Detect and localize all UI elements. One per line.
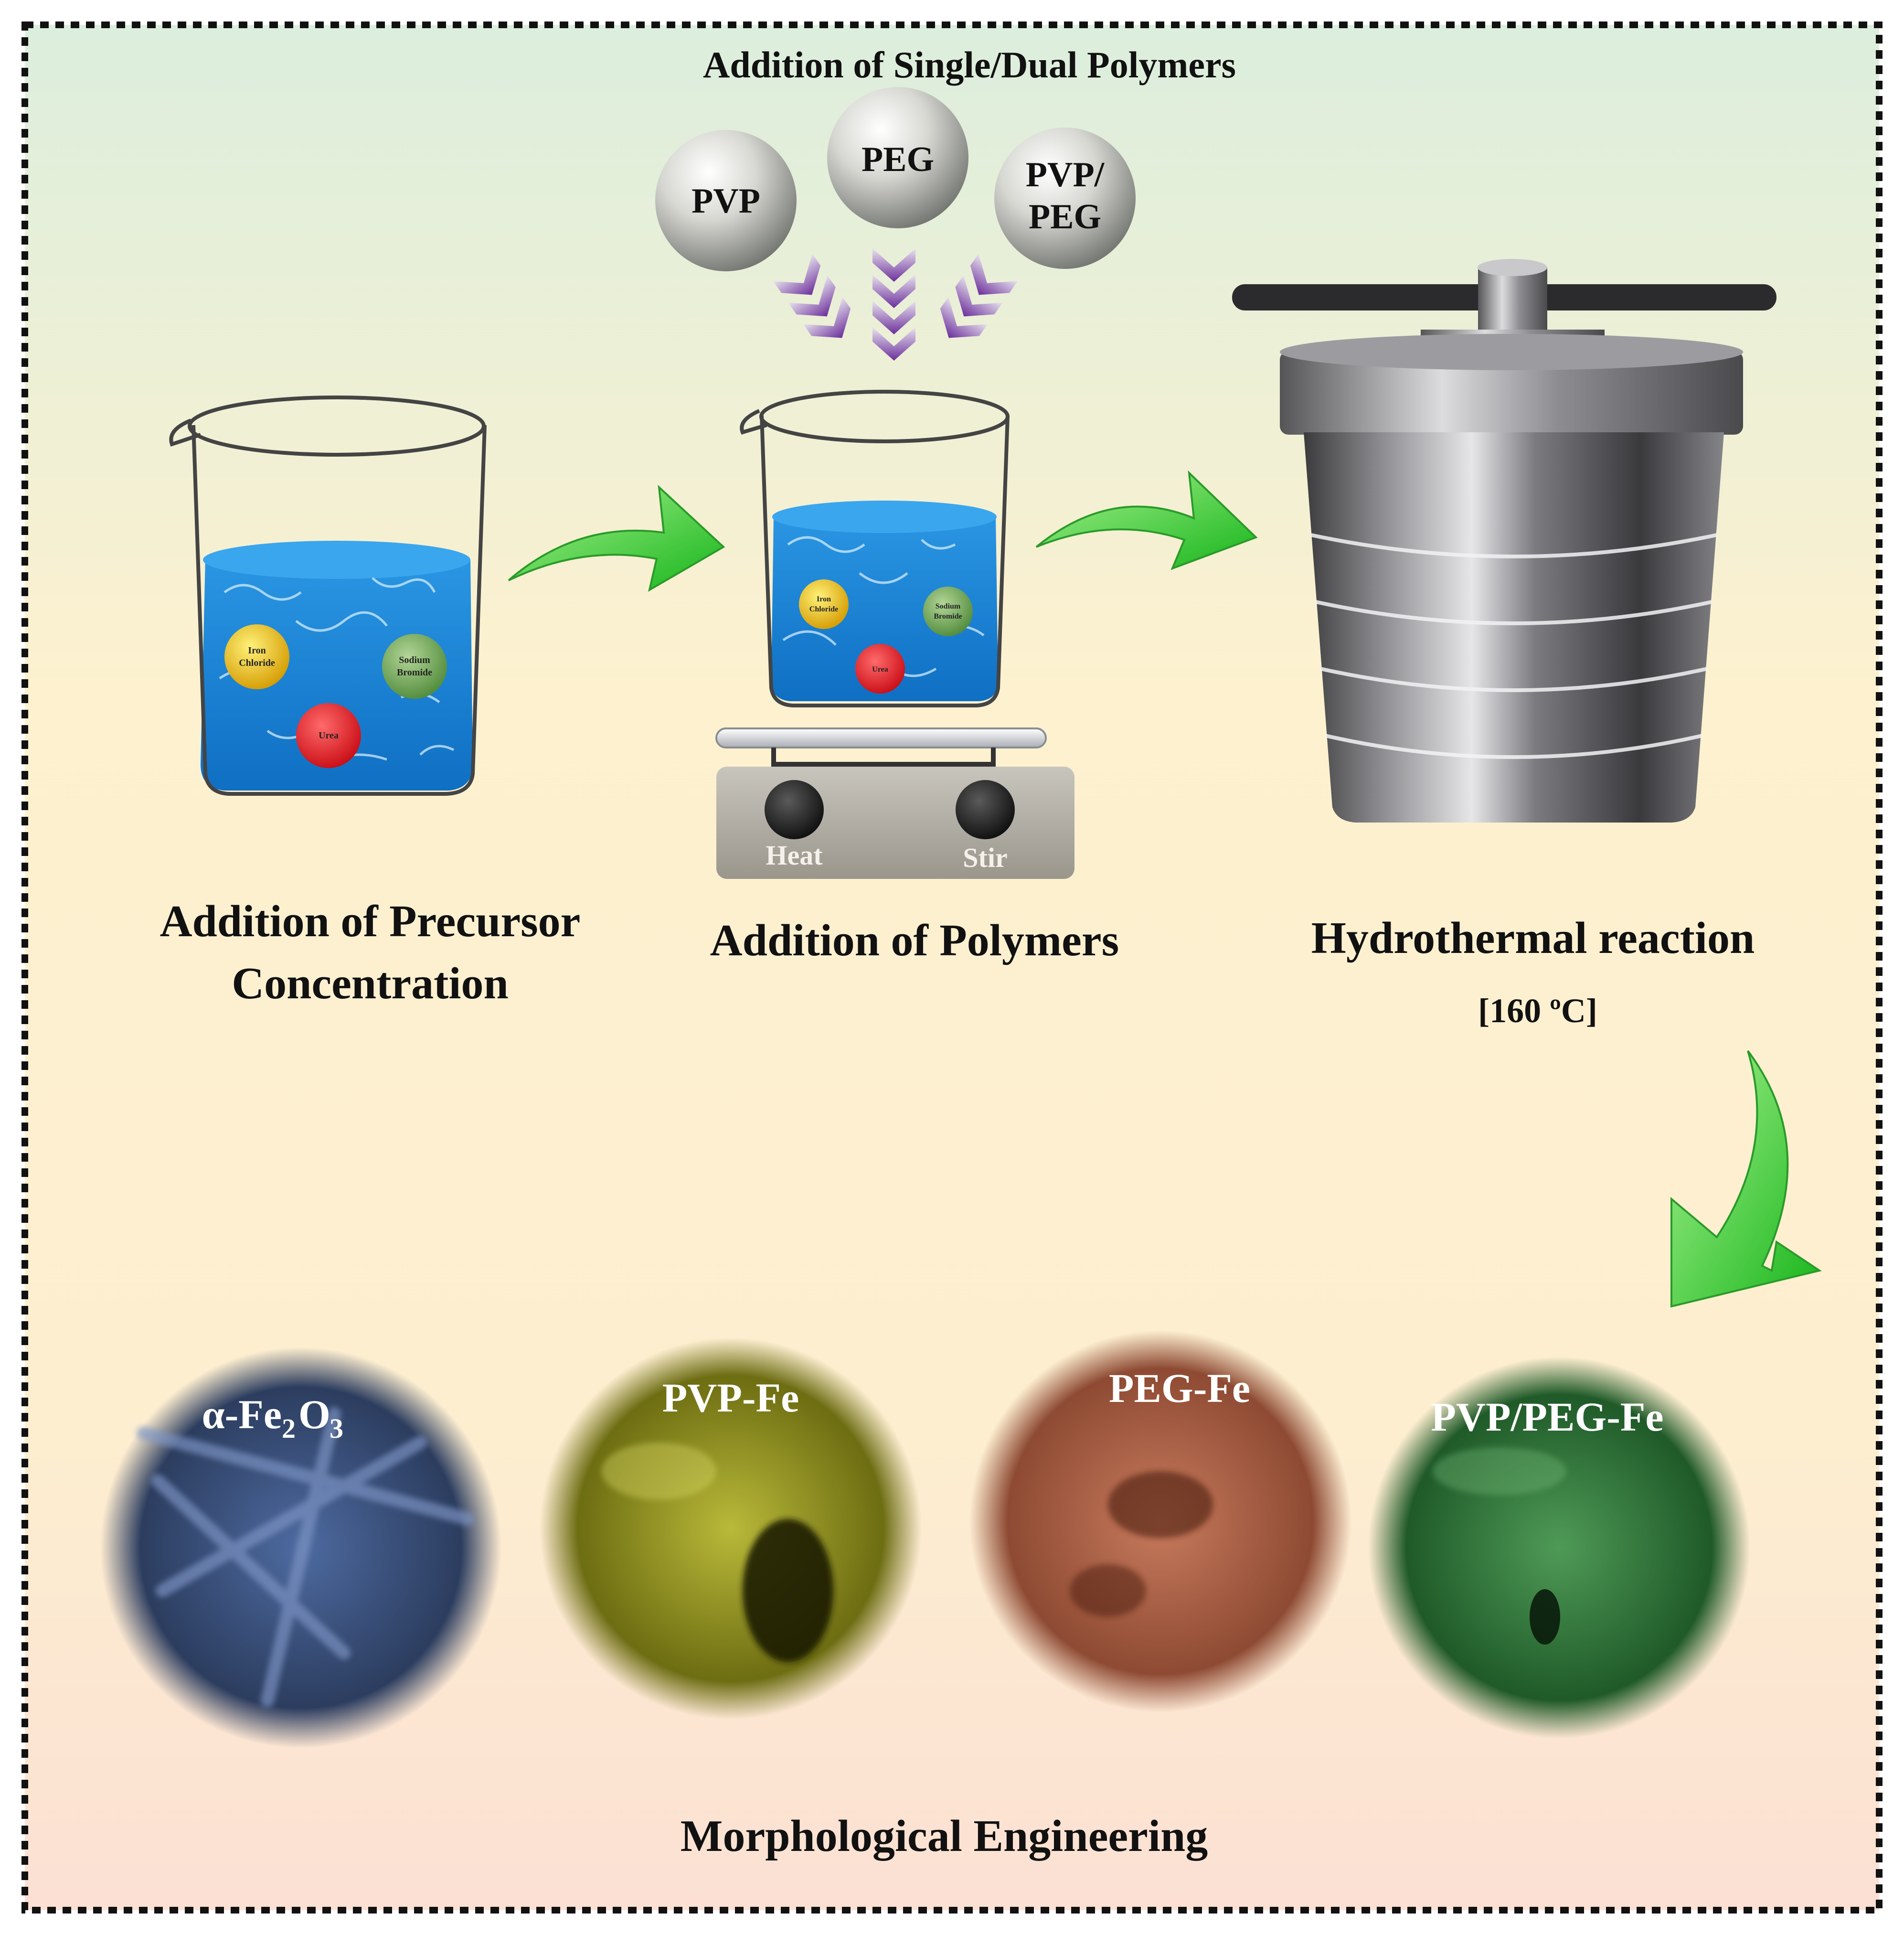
pvp-peg-fe-label: PVP/PEG-Fe [1431, 1394, 1663, 1440]
alpha-fe2o3-label-prefix: α-Fe [202, 1391, 282, 1437]
hydrothermal-autoclave [1232, 259, 1776, 823]
polymer-sphere-peg: PEG [827, 87, 968, 228]
dotted-frame [21, 21, 1883, 1914]
step1-label-line2: Concentration [232, 959, 509, 1008]
sem-image-peg-fe: PEG-Fe [969, 1330, 1351, 1712]
pvp-label: PVP [691, 182, 760, 221]
step1-label-line1: Addition of Precursor [160, 897, 581, 946]
iron-chloride-label-b2: Chloride [809, 605, 838, 613]
chevron-arrows-right [940, 254, 1018, 338]
iron-chloride-label-2: Chloride [239, 658, 275, 668]
polymer-sphere-pvp: PVP [655, 130, 797, 271]
chevron-arrows-center [872, 248, 915, 361]
peg-fe-label: PEG-Fe [1109, 1365, 1250, 1411]
peg-label: PEG [862, 140, 934, 179]
step3-condition: [160 ºC] [1478, 992, 1597, 1030]
step2-label: Addition of Polymers [710, 916, 1119, 965]
urea-label: Urea [319, 730, 339, 741]
arrow-step2-to-step3 [1035, 470, 1258, 570]
polymers-heading: Addition of Single/Dual Polymers [703, 44, 1236, 86]
sodium-bromide-label-1: Sodium [399, 655, 430, 665]
heat-label: Heat [766, 840, 823, 871]
sem-image-alpha-fe2o3: α-Fe 2 O 3 [100, 1347, 501, 1748]
alpha-fe2o3-label-sub1: 2 [282, 1413, 296, 1444]
sodium-bromide-label-b1: Sodium [936, 602, 961, 610]
step3-label: Hydrothermal reaction [1311, 913, 1755, 963]
morphological-engineering-title: Morphological Engineering [681, 1811, 1208, 1861]
hot-plate-stirrer: Heat Stir [715, 727, 1074, 879]
pvp-fe-label: PVP-Fe [662, 1375, 799, 1421]
sem-image-pvp-peg-fe: PVP/PEG-Fe [1368, 1357, 1750, 1739]
beaker-polymers: Iron Chloride Sodium Bromide Urea [740, 390, 1010, 707]
pvp-peg-label-line1: PVP/ [1026, 155, 1105, 194]
sem-image-pvp-fe: PVP-Fe [540, 1337, 922, 1720]
iron-chloride-label-b1: Iron [817, 595, 831, 603]
pvp-peg-label-line2: PEG [1029, 197, 1101, 236]
sodium-bromide-label-b2: Bromide [934, 612, 962, 620]
alpha-fe2o3-label-mid: O [298, 1391, 330, 1437]
stir-label: Stir [963, 842, 1007, 873]
sodium-bromide-label-2: Bromide [397, 667, 432, 678]
arrow-step3-to-morphology [1670, 1050, 1822, 1308]
beaker-precursor: Iron Chloride Sodium Bromide Urea [169, 396, 487, 796]
arrow-step1-to-step2 [508, 484, 725, 592]
urea-label-b: Urea [872, 665, 888, 674]
polymer-sphere-pvp-peg: PVP/ PEG [994, 128, 1136, 269]
alpha-fe2o3-label-sub2: 3 [330, 1413, 343, 1444]
iron-chloride-label-1: Iron [248, 645, 266, 656]
chevron-arrows-left [773, 254, 851, 338]
